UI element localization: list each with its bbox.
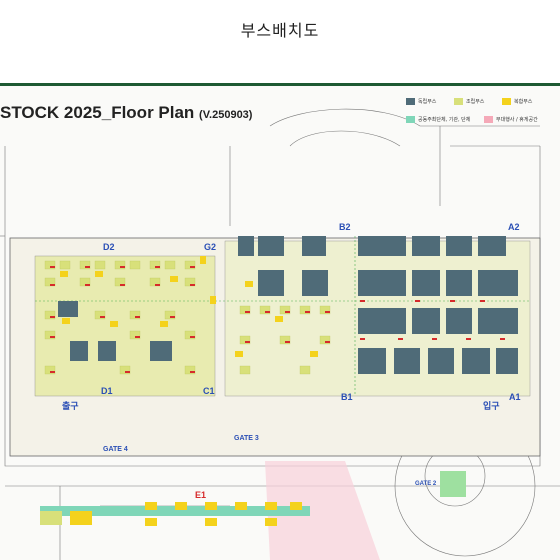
hall-label-b1: B1 xyxy=(341,392,353,402)
hall-label-a1: A1 xyxy=(509,392,521,402)
hall-label-c1: C1 xyxy=(203,386,215,396)
title-divider xyxy=(0,83,560,86)
gate-2-label: GATE 2 xyxy=(415,481,437,487)
e1-label: E1 xyxy=(195,490,207,500)
legend-label: 복합부스 xyxy=(514,99,533,105)
plan-title: STOCK 2025_Floor Plan (V.250903) xyxy=(0,103,252,123)
legend: 독립부스 조립부스 복합부스 공동주최단체, 기관, 단체 부대행사 / 휴게공… xyxy=(404,96,554,128)
legend-swatch xyxy=(406,116,415,123)
entrance-label: 입구 xyxy=(483,402,500,412)
legend-item: 공동주최단체, 기관, 단체 xyxy=(406,116,470,123)
gate-4-label: GATE 4 xyxy=(103,446,128,453)
plan-title-text: STOCK 2025_Floor Plan xyxy=(0,103,195,122)
legend-label: 부대행사 / 휴게공간 xyxy=(496,117,538,123)
hall-label-b2: B2 xyxy=(339,222,351,232)
legend-swatch xyxy=(502,98,511,105)
plan-version: (V.250903) xyxy=(199,109,253,121)
legend-swatch xyxy=(484,116,493,123)
legend-label: 독립부스 xyxy=(418,99,437,105)
gate-3-label: GATE 3 xyxy=(234,435,259,442)
legend-label: 공동주최단체, 기관, 단체 xyxy=(418,117,471,123)
legend-item: 부대행사 / 휴게공간 xyxy=(484,116,538,123)
hall-label-a2: A2 xyxy=(508,222,520,232)
exit-label: 출구 xyxy=(62,402,79,412)
legend-item: 독립부스 xyxy=(406,98,436,105)
legend-swatch xyxy=(406,98,415,105)
page-title: 부스배치도 xyxy=(240,21,320,40)
hall-label-d1: D1 xyxy=(101,386,113,396)
legend-item: 조립부스 xyxy=(454,98,484,105)
legend-swatch xyxy=(454,98,463,105)
floor-plan-map xyxy=(0,108,560,560)
legend-label: 조립부스 xyxy=(466,99,485,105)
hall-label-g2: G2 xyxy=(204,242,217,252)
hall-label-d2: D2 xyxy=(103,242,115,252)
legend-item: 복합부스 xyxy=(502,98,532,105)
